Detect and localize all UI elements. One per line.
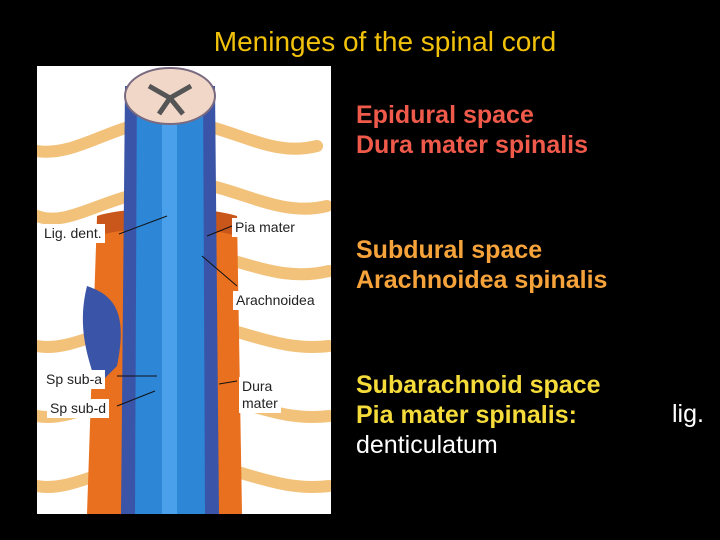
arachnoid-fold	[82, 286, 121, 386]
label-lig-dent: Lig. dent.	[41, 224, 105, 243]
cord-highlight	[162, 76, 177, 514]
lig-text: lig.	[672, 400, 704, 428]
dura-mater-spinalis-text: Dura mater spinalis	[356, 131, 589, 159]
denticulatum-text: denticulatum	[356, 431, 498, 459]
epidural-space-text: Epidural space	[356, 101, 534, 129]
label-dura-mater: Dura mater	[239, 377, 281, 413]
subdural-space-text: Subdural space	[356, 236, 543, 264]
gray-matter	[147, 83, 193, 116]
arachnoidea-spinalis-text: Arachnoidea spinalis	[356, 266, 608, 294]
label-sp-sub-a: Sp sub-a	[43, 370, 106, 389]
spinal-cord-illustration: Lig. dent. Pia mater Arachnoidea Sp sub-…	[37, 66, 331, 514]
label-sp-sub-d: Sp sub-d	[47, 399, 110, 418]
subarachnoid-space-text: Subarachnoid space	[356, 371, 601, 399]
label-arachnoidea: Arachnoidea	[233, 291, 318, 310]
slide-title: Meninges of the spinal cord	[213, 26, 557, 57]
pia-mater-spinalis-text: Pia mater spinalis:	[356, 401, 577, 429]
label-dura-line1: Dura	[242, 378, 273, 394]
text-block-epidural: Epidural space Dura mater spinalis	[356, 100, 588, 160]
label-pia-mater: Pia mater	[232, 218, 298, 237]
spinal-cord-drawing	[37, 67, 331, 514]
text-block-subdural: Subdural space Arachnoidea spinalis	[356, 235, 607, 295]
label-dura-line2: mater	[242, 395, 278, 411]
text-block-subarachnoid: Subarachnoid space Pia mater spinalis: d…	[356, 370, 601, 460]
